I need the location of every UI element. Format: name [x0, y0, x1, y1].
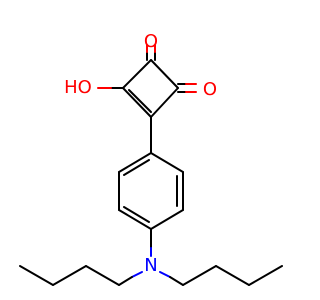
cyclobutene-ring: [122, 59, 179, 118]
oxygen-top-label: O: [144, 31, 158, 52]
molecule-drawing: O O HO N: [19, 31, 283, 286]
nitrogen-label: N: [144, 255, 157, 276]
ring-bond-c2-c3: [150, 87, 179, 118]
structure-canvas: O O HO N: [19, 31, 283, 286]
ring-bond-c1-c2: [150, 59, 179, 89]
ring-bond-c3-c4-inner: [128, 89, 152, 113]
ring-bond-c3-c4: [122, 87, 152, 118]
oxygen-right-label: O: [203, 79, 217, 100]
butyl-chain-left: [19, 265, 143, 286]
ring-bond-c4-c1: [122, 59, 152, 89]
butyl-chain-right: [159, 265, 283, 286]
carbonyl-bond-top: [146, 44, 156, 61]
carbonyl-bond-right: [177, 83, 197, 93]
hydroxyl-label: HO: [64, 77, 92, 98]
phenyl-ring: [118, 152, 184, 230]
